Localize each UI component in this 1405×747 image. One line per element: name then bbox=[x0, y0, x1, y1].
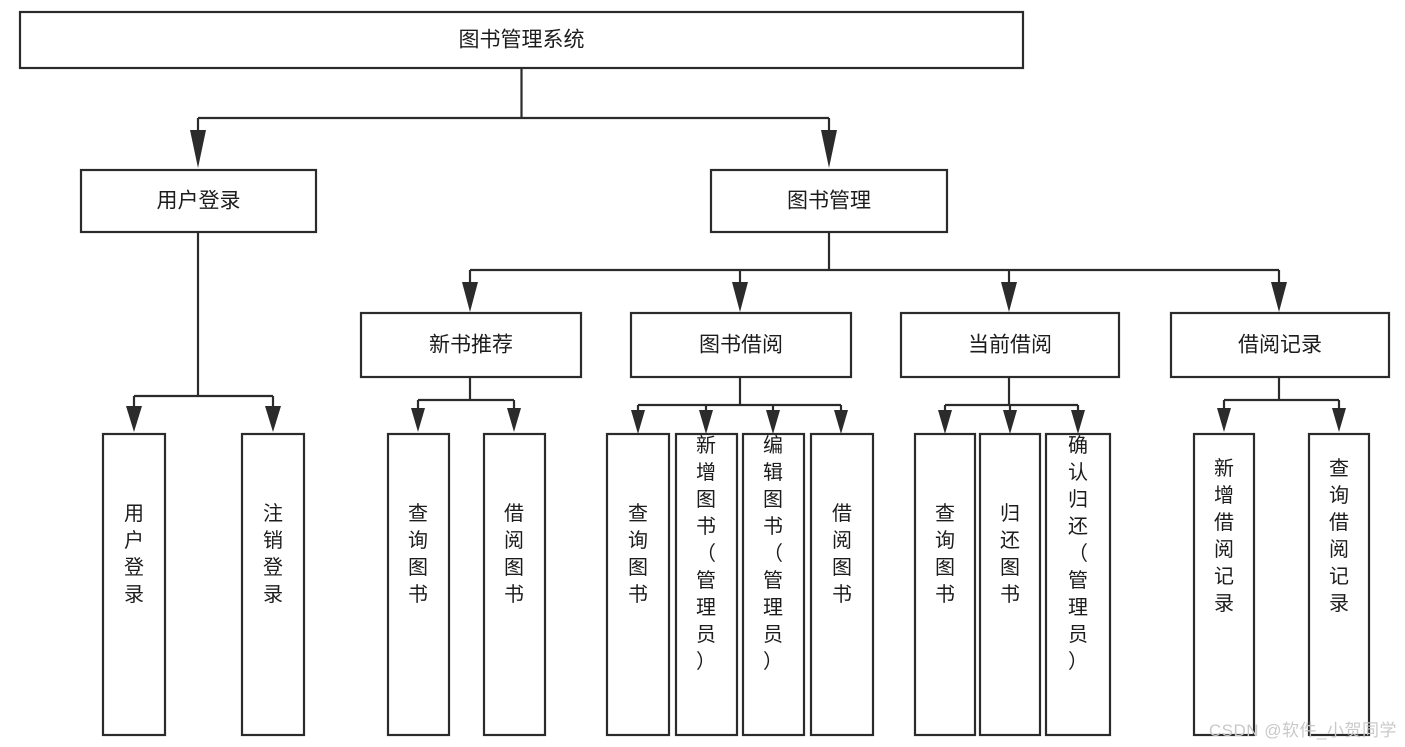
node-current-borrow-label: 当前借阅 bbox=[968, 334, 1052, 357]
arrow-head-leaf-newbook-2 bbox=[507, 408, 521, 432]
leaf-new-book-recommend-1-label: 查询图书 bbox=[408, 502, 428, 606]
leaf-current-borrow-2-label: 归还图书 bbox=[1000, 502, 1020, 606]
node-current-borrow-box[interactable] bbox=[899, 311, 1121, 379]
leaf-current-borrow-1-box[interactable] bbox=[913, 432, 977, 737]
leaf-current-borrow-1[interactable]: 查询图书 bbox=[913, 432, 977, 737]
arrow-head-leaf-borrowrecord-2 bbox=[1332, 408, 1346, 432]
node-user-login-box[interactable] bbox=[79, 168, 318, 234]
leaf-book-borrow-1-box[interactable] bbox=[605, 432, 671, 737]
node-book-borrow-label: 图书借阅 bbox=[699, 334, 783, 357]
node-new-book-recommend-label: 新书推荐 bbox=[429, 334, 513, 357]
leaf-book-borrow-1-label: 查询图书 bbox=[628, 502, 648, 606]
connector-layer bbox=[126, 68, 1346, 434]
leaf-book-borrow-3[interactable]: 编辑图书（管理员） bbox=[741, 432, 806, 737]
node-user-login[interactable]: 用户登录 bbox=[79, 168, 318, 234]
node-current-borrow[interactable]: 当前借阅 bbox=[899, 311, 1121, 379]
leaf-book-borrow-4[interactable]: 借阅图书 bbox=[809, 432, 875, 737]
leaf-user-login-1-label: 用户登录 bbox=[124, 503, 144, 606]
leaf-new-book-recommend-1[interactable]: 查询图书 bbox=[386, 432, 451, 737]
leaf-current-borrow-3-label: 确认归还（管理员） bbox=[1068, 434, 1088, 673]
node-root-box[interactable] bbox=[18, 10, 1025, 70]
arrow-head-leaf-user-login-2 bbox=[265, 406, 281, 432]
node-root[interactable]: 图书管理系统 bbox=[18, 10, 1025, 70]
arrow-head-user-login bbox=[190, 130, 206, 168]
leaf-current-borrow-2[interactable]: 归还图书 bbox=[978, 432, 1042, 737]
leaf-new-book-recommend-2[interactable]: 借阅图书 bbox=[482, 432, 547, 737]
arrow-head-book-mgmt bbox=[821, 130, 837, 168]
leaf-borrow-record-2[interactable]: 查询借阅记录 bbox=[1307, 432, 1371, 737]
leaf-book-borrow-4-box[interactable] bbox=[809, 432, 875, 737]
node-user-login-label: 用户登录 bbox=[157, 190, 241, 213]
leaf-book-borrow-2-box[interactable] bbox=[674, 432, 739, 737]
leaf-user-login-2-label: 注销登录 bbox=[263, 502, 283, 606]
arrow-head-leaf-user-login-1 bbox=[126, 406, 142, 432]
node-book-management-label: 图书管理 bbox=[787, 190, 871, 213]
leaf-book-borrow-2[interactable]: 新增图书（管理员） bbox=[674, 432, 739, 737]
leaf-user-login-1-box[interactable] bbox=[101, 432, 167, 737]
arrow-head-current-borrow bbox=[1001, 282, 1017, 312]
leaf-book-borrow-2-label: 新增图书（管理员） bbox=[696, 434, 716, 673]
leaf-borrow-record-1-label: 新增借阅记录 bbox=[1214, 457, 1234, 615]
arrow-head-leaf-bookborrow-3 bbox=[766, 410, 780, 434]
arrow-head-new-book bbox=[462, 282, 478, 312]
node-root-label: 图书管理系统 bbox=[459, 29, 585, 52]
leaf-book-borrow-3-box[interactable] bbox=[741, 432, 806, 737]
leaf-book-borrow-4-label: 借阅图书 bbox=[832, 502, 852, 606]
leaf-current-borrow-3-box[interactable] bbox=[1044, 432, 1112, 737]
leaf-book-borrow-1[interactable]: 查询图书 bbox=[605, 432, 671, 737]
node-new-book-recommend[interactable]: 新书推荐 bbox=[359, 311, 583, 379]
leaf-borrow-record-1[interactable]: 新增借阅记录 bbox=[1192, 432, 1256, 737]
arrow-head-leaf-bookborrow-1 bbox=[631, 410, 645, 434]
leaf-new-book-recommend-2-label: 借阅图书 bbox=[504, 502, 524, 606]
node-book-borrow[interactable]: 图书借阅 bbox=[629, 311, 853, 379]
arrow-head-leaf-bookborrow-4 bbox=[834, 410, 848, 434]
leaf-book-borrow-3-label: 编辑图书（管理员） bbox=[763, 434, 783, 673]
node-borrow-record[interactable]: 借阅记录 bbox=[1169, 311, 1391, 379]
leaf-current-borrow-3[interactable]: 确认归还（管理员） bbox=[1044, 432, 1112, 737]
arrow-head-borrow-record bbox=[1271, 282, 1287, 312]
leaf-user-login-2[interactable]: 注销登录 bbox=[240, 432, 306, 737]
leaf-current-borrow-2-box[interactable] bbox=[978, 432, 1042, 737]
leaf-new-book-recommend-2-box[interactable] bbox=[482, 432, 547, 737]
csdn-watermark: CSDN @软件_小贺同学 bbox=[1208, 721, 1397, 740]
node-book-management-box[interactable] bbox=[709, 168, 949, 234]
node-borrow-record-box[interactable] bbox=[1169, 311, 1391, 379]
leaf-user-login-2-box[interactable] bbox=[240, 432, 306, 737]
leaf-new-book-recommend-1-box[interactable] bbox=[386, 432, 451, 737]
leaf-current-borrow-1-label: 查询图书 bbox=[935, 502, 955, 606]
arrow-head-leaf-currentborrow-2 bbox=[1003, 410, 1017, 434]
arrow-head-leaf-currentborrow-3 bbox=[1071, 410, 1085, 434]
arrow-head-leaf-borrowrecord-1 bbox=[1217, 408, 1231, 432]
node-book-management[interactable]: 图书管理 bbox=[709, 168, 949, 234]
arrow-head-book-borrow bbox=[732, 282, 748, 312]
node-borrow-record-label: 借阅记录 bbox=[1238, 334, 1322, 357]
arrow-head-leaf-bookborrow-2 bbox=[699, 410, 713, 434]
node-book-borrow-box[interactable] bbox=[629, 311, 853, 379]
arrow-head-leaf-currentborrow-1 bbox=[938, 410, 952, 434]
leaf-borrow-record-2-label: 查询借阅记录 bbox=[1329, 457, 1349, 615]
leaf-user-login-1[interactable]: 用户登录 bbox=[101, 432, 167, 737]
leaf-borrow-record-1-box[interactable] bbox=[1192, 432, 1256, 737]
leaf-borrow-record-2-box[interactable] bbox=[1307, 432, 1371, 737]
arrow-head-leaf-newbook-1 bbox=[411, 408, 425, 432]
node-new-book-recommend-box[interactable] bbox=[359, 311, 583, 379]
